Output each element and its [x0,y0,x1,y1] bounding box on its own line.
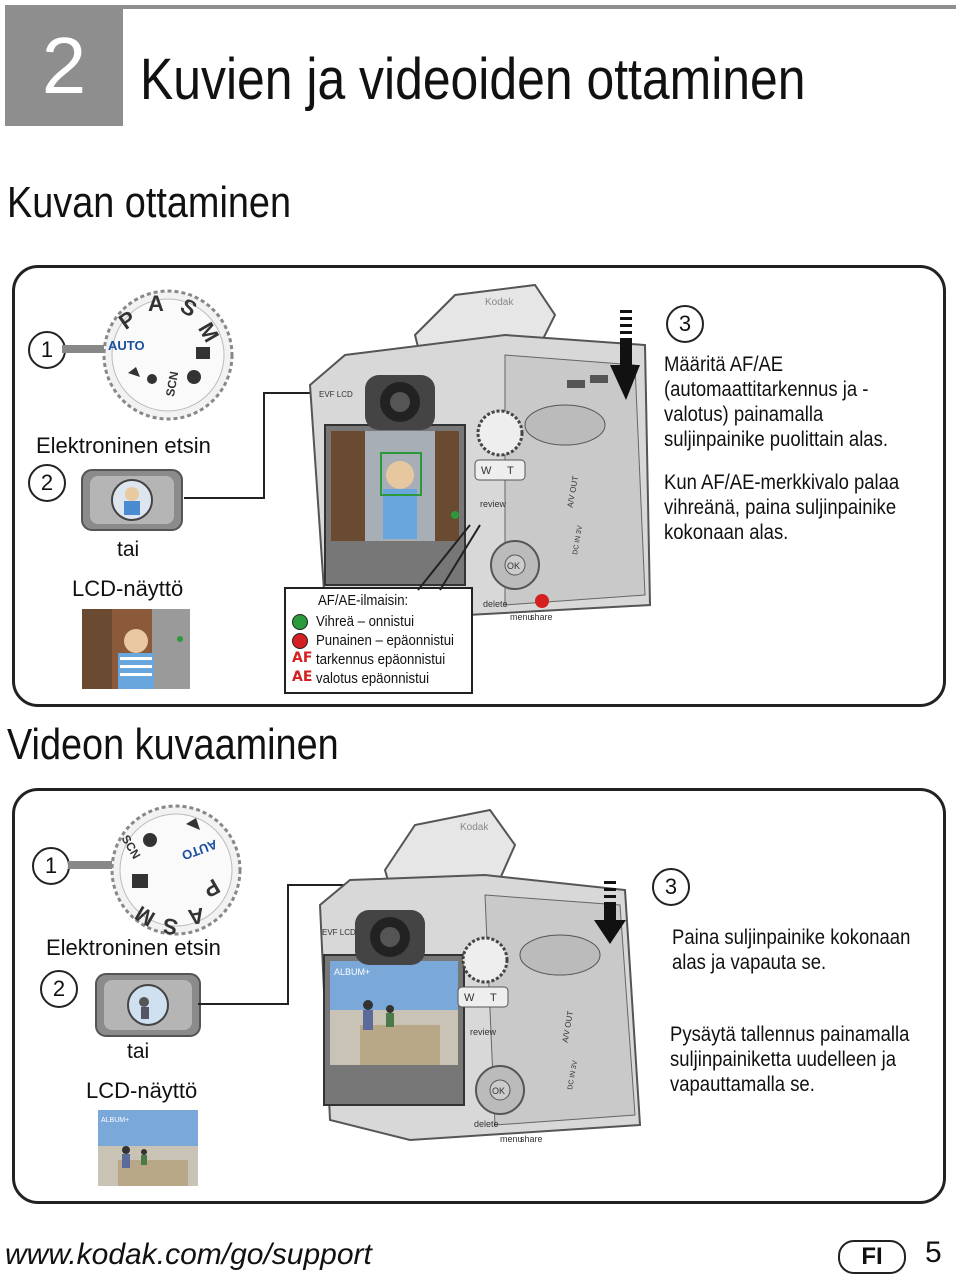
language-badge: FI [838,1240,906,1274]
svg-text:delete: delete [483,599,508,609]
svg-text:share: share [530,612,553,622]
press-arrow-icon [610,310,640,400]
step-3-marker: 3 [652,868,690,906]
legend-row-ae: AE valotus epäonnistui [292,669,467,688]
connector-lines [198,884,373,1005]
mode-dial-icon: AUTO P A S M SCN [102,289,234,421]
af-ae-legend [284,587,473,694]
section-title-video: Videon kuvaaminen [7,720,339,769]
chapter-number: 2 [41,20,87,110]
lcd-label: LCD-näyttö [86,1078,198,1103]
dial-pointer [62,345,104,353]
legend-rows: Vihreä – onnistui Punainen – epäonnistui… [292,612,467,688]
header-rule [123,5,956,9]
legend-row-green: Vihreä – onnistui [292,612,467,631]
dial-a-label: A [148,291,164,316]
step-3-marker: 3 [666,305,704,343]
instruction-record: Paina suljinpainike kokonaan alas ja vap… [672,926,911,974]
instruction-half-press: Määritä AF/AE (automaattitarkennus ja -v… [664,353,888,451]
lcd-thumbnail-image: ALBUM+ [98,1110,198,1186]
camera-illustration: ALBUM+ OK W T review delete menu share E… [318,808,642,1144]
dial-scn-label: SCN [163,370,181,397]
dial-auto-label: AUTO [108,338,145,353]
camera-illustration: OK W T review delete menu share EVF LCD … [308,283,652,622]
svg-text:EVF LCD: EVF LCD [319,390,353,399]
lcd-thumbnail-image [82,609,190,689]
section-title-photo: Kuvan ottaminen [7,178,291,227]
ae-indicator-icon: AE [292,669,313,685]
or-label: tai [117,538,140,561]
svg-text:review: review [470,1027,497,1037]
step-2-marker: 2 [28,464,66,502]
green-indicator-icon [292,614,308,630]
legend-row-text: valotus epäonnistui [316,670,430,687]
viewfinder-label: Elektroninen etsin [36,433,211,458]
instruction-full-press: Kun AF/AE-merkkivalo palaa vihreänä, pai… [664,471,900,544]
dial-pointer [68,861,112,869]
svg-text:share: share [520,1134,543,1144]
legend-pointer [417,524,481,591]
legend-row-text: Vihreä – onnistui [316,613,415,630]
legend-row-af: AF tarkennus epäonnistui [292,650,467,669]
legend-row-text: Punainen – epäonnistui [316,632,454,649]
svg-text:delete: delete [474,1119,499,1129]
step-1-marker: 1 [28,331,66,369]
svg-text:W: W [464,992,475,1004]
svg-text:menu: menu [500,1134,523,1144]
lcd-label: LCD-näyttö [72,576,184,601]
viewfinder-label: Elektroninen etsin [46,935,221,960]
svg-text:ALBUM+: ALBUM+ [101,1117,129,1124]
svg-text:ALBUM+: ALBUM+ [334,967,370,977]
svg-text:Kodak: Kodak [460,822,489,833]
mode-dial-icon: AUTO P A S M SCN [110,804,242,940]
legend-row-text: tarkennus epäonnistui [316,651,446,668]
support-link[interactable]: www.kodak.com/go/support [5,1238,372,1271]
or-label: tai [127,1040,150,1063]
viewfinder-icon [81,469,183,531]
svg-text:menu: menu [510,612,533,622]
svg-text:T: T [507,465,514,477]
svg-text:A: A [186,903,206,930]
svg-text:OK: OK [507,561,520,571]
legend-title: AF/AE-ilmaisin: [318,592,409,609]
step-1-marker: 1 [32,847,70,885]
press-arrow-icon [594,881,626,944]
instruction-stop: Pysäytä tallennus painamalla suljinpaini… [670,1023,910,1096]
page-number: 5 [925,1236,942,1269]
svg-text:S: S [161,913,180,940]
af-indicator-icon: AF [292,650,313,666]
svg-text:OK: OK [492,1086,505,1096]
svg-text:review: review [480,499,507,509]
chapter-number-box: 2 [5,5,123,126]
red-indicator-icon [292,633,308,649]
svg-text:T: T [490,992,497,1004]
legend-row-red: Punainen – epäonnistui [292,631,467,650]
chapter-title: Kuvien ja videoiden ottaminen [140,47,806,112]
svg-text:EVF LCD: EVF LCD [322,928,356,937]
viewfinder-icon [95,973,201,1037]
svg-text:W: W [481,465,492,477]
step-2-marker: 2 [40,970,78,1008]
svg-text:Kodak: Kodak [485,297,514,308]
